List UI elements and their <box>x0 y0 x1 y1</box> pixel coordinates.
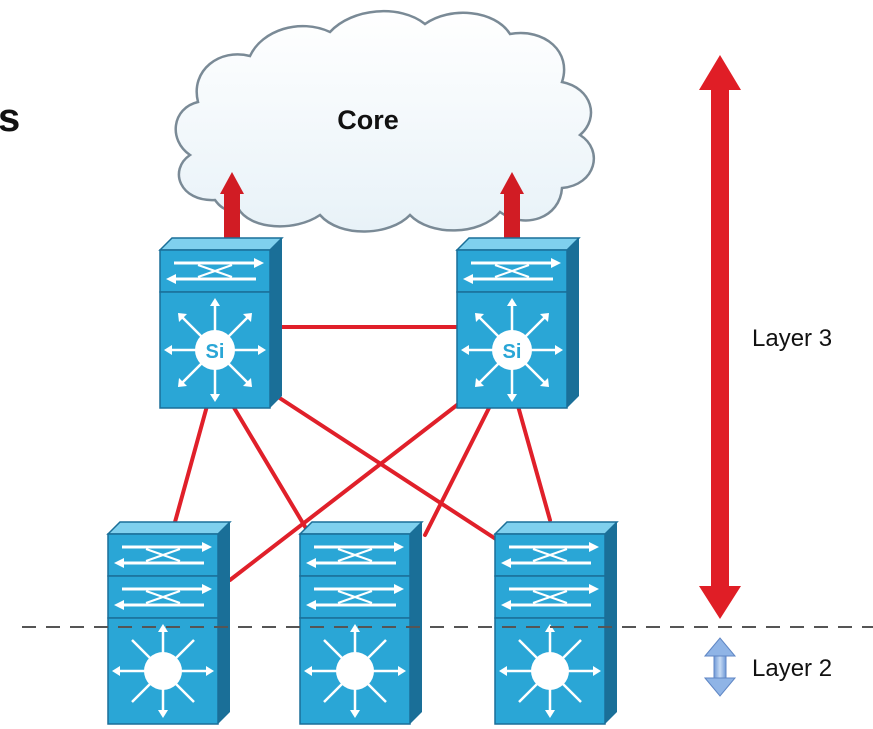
si-badge-label: Si <box>206 341 225 363</box>
uplink-arrow-left-head <box>220 172 244 194</box>
switch-hub-circle <box>531 652 569 690</box>
switch-star-tips <box>461 298 563 402</box>
switch-top-face <box>106 521 232 535</box>
layer3-arrow-bottom-head <box>699 586 741 619</box>
switch-upper-arrows <box>463 258 561 284</box>
si-badge-circle <box>195 330 235 370</box>
switch-hub-circle <box>336 652 374 690</box>
link-left-to-access-right <box>273 393 507 547</box>
uplink-arrow-right-head <box>500 172 524 194</box>
link-right-to-access-middle <box>423 404 492 537</box>
layer3-arrow-shaft <box>711 86 729 588</box>
layer2-arrow-bottom-head <box>703 677 737 697</box>
switch-module-2-arrows <box>306 584 404 610</box>
switch-side-face <box>567 238 579 408</box>
switch-module-1-arrows <box>501 542 599 568</box>
links <box>173 325 552 582</box>
switch-top-face <box>455 237 581 251</box>
switch-top-face <box>298 521 424 535</box>
link-left-to-access-left <box>173 404 209 524</box>
switch-upper-arrows <box>166 258 264 284</box>
cut-off-heading: s <box>0 96 20 140</box>
switch-module-1-arrows <box>114 542 212 568</box>
access-switch-left <box>106 521 232 725</box>
uplink-arrow-left <box>220 172 244 238</box>
switch-hub-circle <box>144 652 182 690</box>
switch-module-2-arrows <box>501 584 599 610</box>
access-switch-right <box>493 521 619 725</box>
switch-side-face <box>605 522 617 724</box>
switch-top-face <box>493 521 619 535</box>
si-badge-label: Si <box>503 341 522 363</box>
switch-top-face <box>158 237 284 251</box>
layer3-span-arrow <box>699 55 741 619</box>
distribution-switch-left: Si <box>158 237 284 409</box>
access-switch-middle <box>298 521 424 725</box>
layer3-arrow-top-head <box>699 55 741 90</box>
switch-module-2-arrows <box>114 584 212 610</box>
switch-star-tips <box>304 624 406 718</box>
switch-star-tips <box>112 624 214 718</box>
si-badge-circle <box>492 330 532 370</box>
cloud-shape <box>174 9 596 233</box>
layer2-span-arrow <box>703 637 737 697</box>
switch-side-face <box>218 522 230 724</box>
layer2-label: Layer 2 <box>752 655 832 682</box>
link-right-to-access-right <box>516 404 552 522</box>
core-cloud: Core <box>174 9 596 233</box>
link-left-to-access-middle <box>231 404 312 537</box>
switch-module-1-arrows <box>306 542 404 568</box>
distribution-switch-right: Si <box>455 237 581 409</box>
switch-side-face <box>410 522 422 724</box>
layer2-arrow-top-head <box>703 637 737 657</box>
uplink-arrow-right-shaft <box>504 192 520 238</box>
link-right-to-access-left <box>228 393 472 582</box>
switch-side-face <box>270 238 282 408</box>
switch-star-tips <box>164 298 266 402</box>
layer3-label: Layer 3 <box>752 325 832 352</box>
uplink-arrow-left-shaft <box>224 192 240 238</box>
uplink-arrow-right <box>500 172 524 238</box>
cloud-label: Core <box>337 105 399 135</box>
